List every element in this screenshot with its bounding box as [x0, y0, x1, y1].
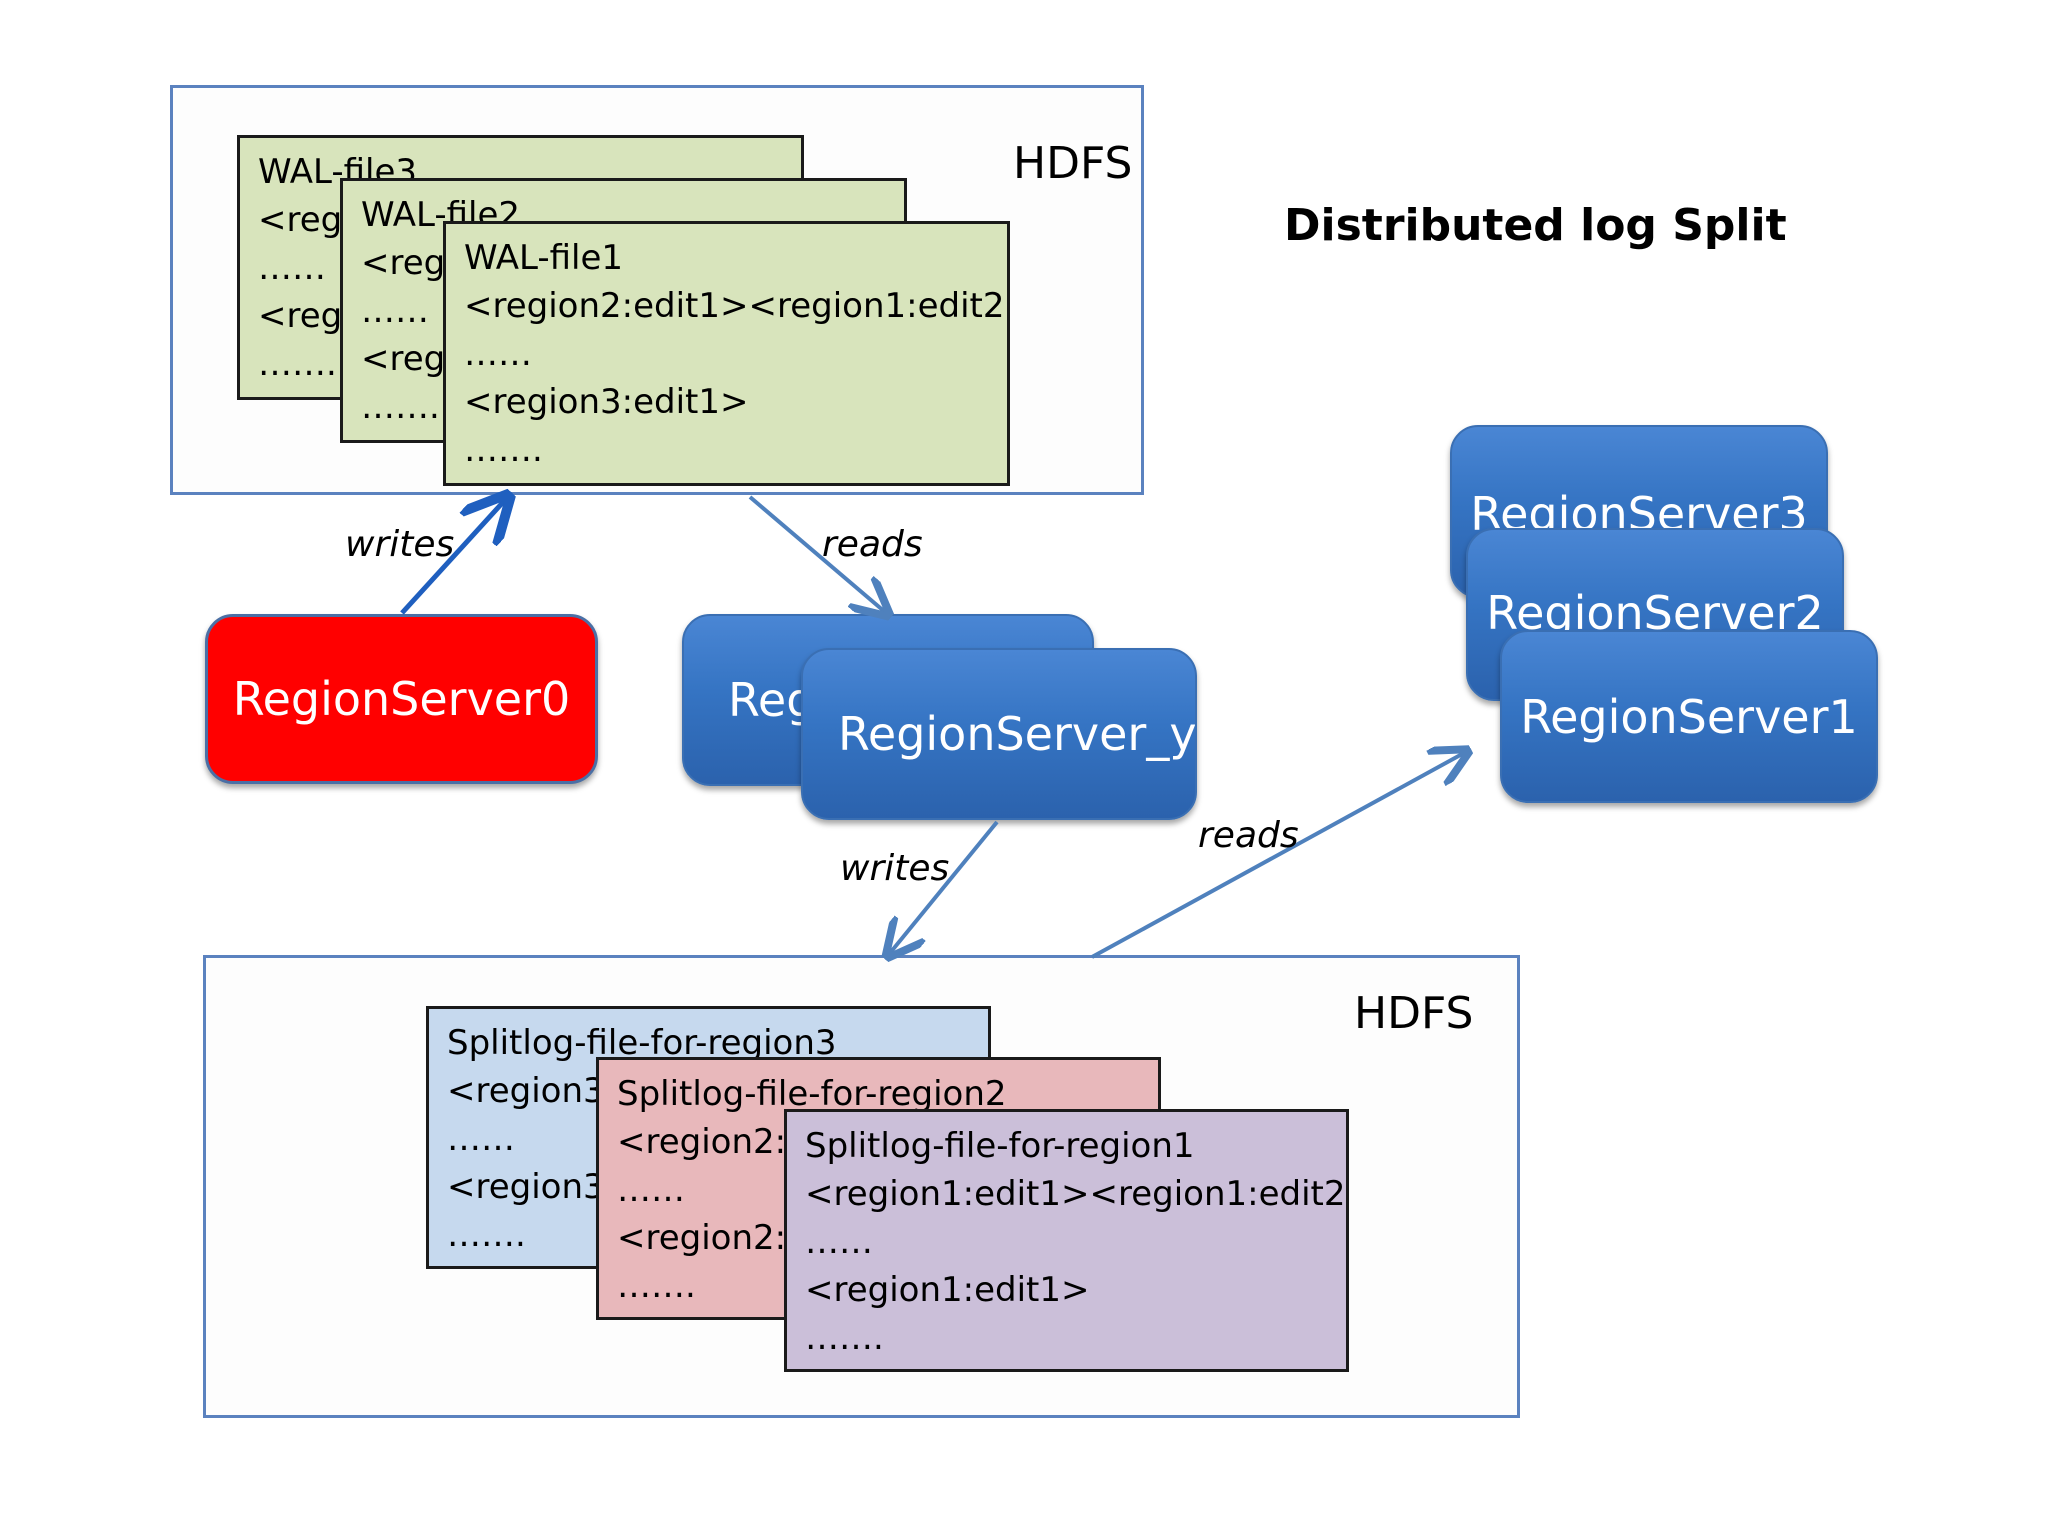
region-server-0-label: RegionServer0 — [232, 672, 571, 726]
splitlog-file-region1-name: Splitlog-file-for-region1 — [805, 1126, 1195, 1166]
splitlog-file-region3-line: ……. — [447, 1215, 526, 1255]
region-server-y-label: RegionServer_y — [838, 707, 1197, 761]
splitlog-file-region1-line: …… — [805, 1222, 873, 1262]
wal-file-2-line: <regi — [361, 339, 455, 379]
wal-file-3-line: ……. — [258, 344, 337, 384]
splitlog-file-region1-line: <region1:edit1><region1:edit2> — [805, 1174, 1349, 1214]
wal-file-2-line: …… — [361, 291, 429, 331]
wal-file-1-line: ……. — [464, 430, 543, 470]
wal-file-3-line: …… — [258, 248, 326, 288]
rs1-reads-arrow — [1091, 753, 1464, 959]
rs0-writes-label: writes — [345, 524, 455, 565]
rsy-reads-label: reads — [822, 524, 923, 565]
wal-file-3-line: <regi — [258, 296, 352, 336]
rsy-writes-label: writes — [840, 848, 950, 889]
splitlog-file-region3-line: <region3: — [447, 1071, 617, 1111]
splitlog-file-region3-line: …… — [447, 1119, 515, 1159]
splitlog-file-region3-line: <region3: — [447, 1167, 617, 1207]
rs1-reads-label: reads — [1198, 815, 1299, 856]
hdfs-bottom-label: HDFS — [1354, 988, 1474, 1039]
rsy-reads-arrow — [748, 495, 885, 612]
wal-file-1: WAL-file1 <region2:edit1><region1:edit2>… — [443, 221, 1010, 486]
splitlog-file-region3-name: Splitlog-file-for-region3 — [447, 1023, 837, 1063]
splitlog-file-region2-line: <region2:e — [617, 1122, 808, 1162]
splitlog-file-region1-line: ……. — [805, 1318, 884, 1358]
hdfs-top-label: HDFS — [1013, 138, 1133, 189]
region-server-0: RegionServer0 — [205, 614, 598, 784]
region-server-1-label: RegionServer1 — [1520, 689, 1858, 744]
splitlog-file-region2-line: …… — [617, 1170, 685, 1210]
splitlog-file-region2-line: <region2:e — [617, 1218, 808, 1258]
wal-file-3-line: <regi — [258, 200, 352, 240]
splitlog-file-region1-line: <region1:edit1> — [805, 1270, 1090, 1310]
region-server-1: RegionServer1 — [1500, 630, 1878, 803]
rs0-writes-arrow — [400, 500, 505, 615]
wal-file-2-line: ……. — [361, 387, 440, 427]
wal-file-1-line: …… — [464, 334, 532, 374]
diagram-title: Distributed log Split — [1284, 200, 1787, 251]
region-server-x-label: Reg — [728, 673, 816, 727]
region-server-y: RegionServer_y — [801, 648, 1197, 820]
wal-file-1-line: <region2:edit1><region1:edit2> — [464, 286, 1010, 326]
wal-file-1-name: WAL-file1 — [464, 238, 624, 278]
wal-file-2-line: <regi — [361, 243, 455, 283]
wal-file-1-line: <region3:edit1> — [464, 382, 749, 422]
splitlog-file-region1: Splitlog-file-for-region1 <region1:edit1… — [784, 1109, 1349, 1372]
splitlog-file-region2-name: Splitlog-file-for-region2 — [617, 1074, 1007, 1114]
splitlog-file-region2-line: ……. — [617, 1266, 696, 1306]
rsy-writes-arrow — [890, 820, 999, 953]
